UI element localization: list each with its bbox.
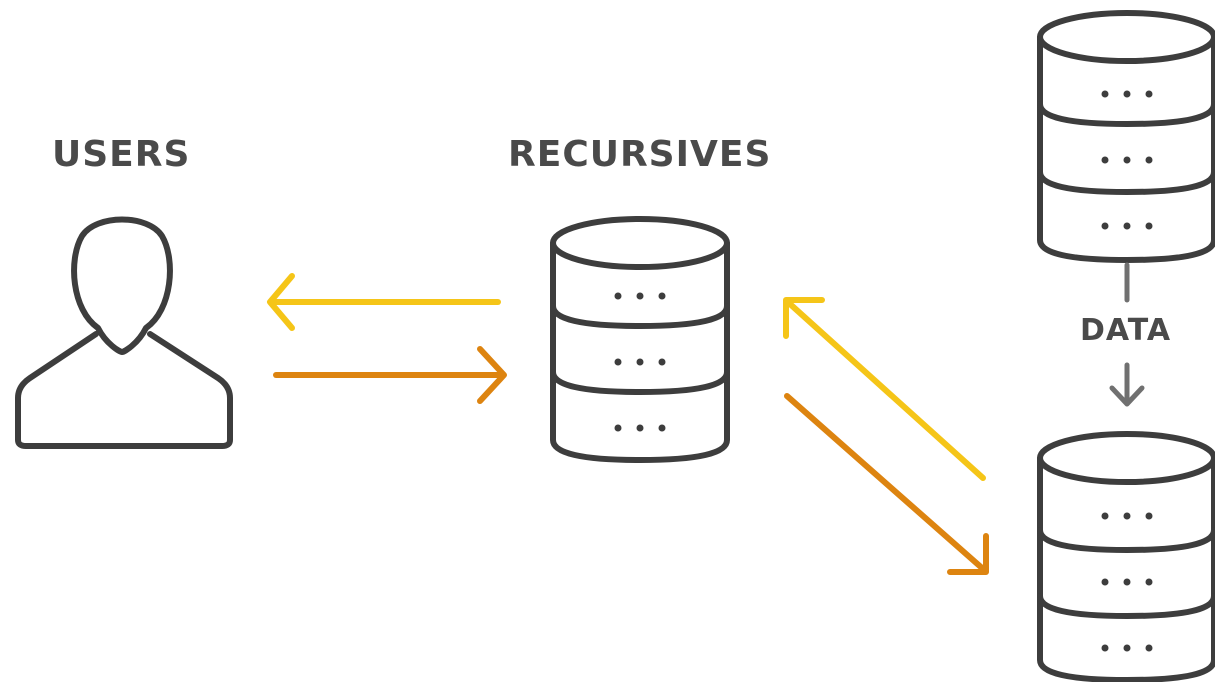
data-flow-arrow [1109, 262, 1145, 407]
query-to-authoritative-arrow [784, 393, 989, 575]
recursives-label: RECURSIVES [508, 134, 772, 175]
query-to-recursive-arrow [273, 346, 507, 404]
recursive-database-icon [550, 216, 730, 463]
source-database-icon [1037, 10, 1215, 263]
authoritative-database-icon [1037, 431, 1215, 682]
user-icon [15, 216, 233, 449]
response-to-user-arrow [267, 273, 501, 331]
users-label: USERS [52, 134, 191, 175]
data-label: DATA [1080, 313, 1172, 348]
response-to-recursive-arrow [783, 297, 986, 481]
